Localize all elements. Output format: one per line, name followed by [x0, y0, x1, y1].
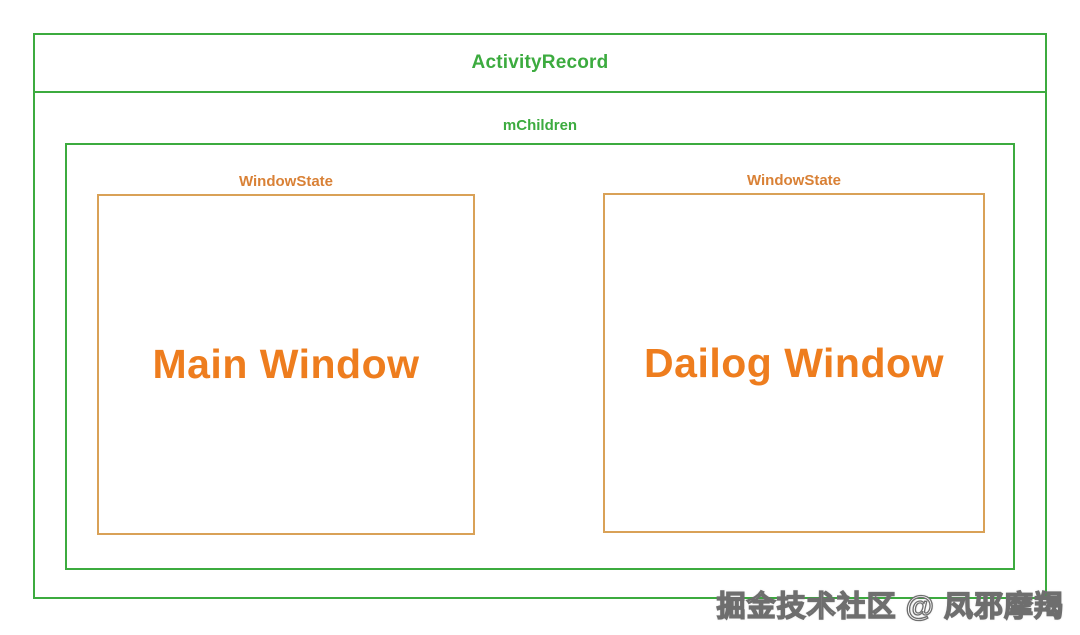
dialog-window-group: WindowState Dailog Window [603, 172, 985, 533]
main-window-box: Main Window [97, 194, 475, 535]
dialog-window-box: Dailog Window [603, 193, 985, 533]
dialog-window-name: Dailog Window [644, 339, 944, 386]
activity-record-box: ActivityRecord mChildren WindowState Mai… [33, 33, 1047, 599]
activity-record-title: ActivityRecord [35, 35, 1045, 93]
main-window-group: WindowState Main Window [97, 173, 475, 535]
mchildren-box: WindowState Main Window WindowState Dail… [65, 143, 1015, 570]
watermark-text: 掘金技术社区 @ 凤邪摩羯 [716, 590, 1064, 623]
mchildren-label: mChildren [502, 117, 578, 134]
main-window-name: Main Window [152, 341, 420, 387]
dialog-window-type-label: WindowState [746, 172, 842, 189]
main-window-type-label: WindowState [238, 173, 334, 190]
